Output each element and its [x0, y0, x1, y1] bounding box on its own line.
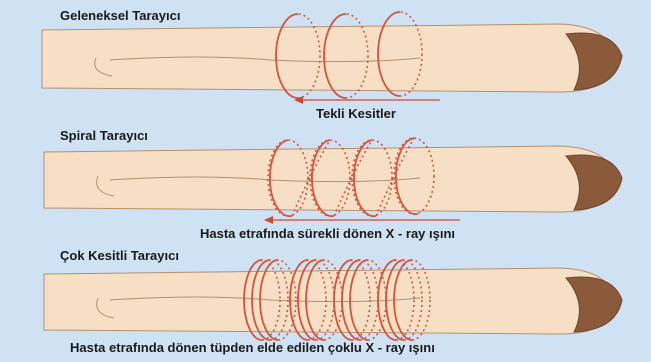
- panel-caption-conventional: Tekli Kesitler: [316, 106, 396, 121]
- panel-title-multislice: Çok Kesitli Tarayıcı: [60, 248, 179, 263]
- panel-title-conventional: Geleneksel Tarayıcı: [60, 8, 180, 23]
- patient-body: [44, 146, 622, 212]
- panel-caption-spiral: Hasta etrafında sürekli dönen X - ray ış…: [200, 226, 455, 241]
- patient-body: [44, 268, 622, 334]
- patient-body: [42, 24, 622, 92]
- panel-caption-multislice: Hasta etrafında dönen tüpden elde edilen…: [70, 340, 435, 355]
- panel-title-spiral: Spiral Tarayıcı: [60, 128, 148, 143]
